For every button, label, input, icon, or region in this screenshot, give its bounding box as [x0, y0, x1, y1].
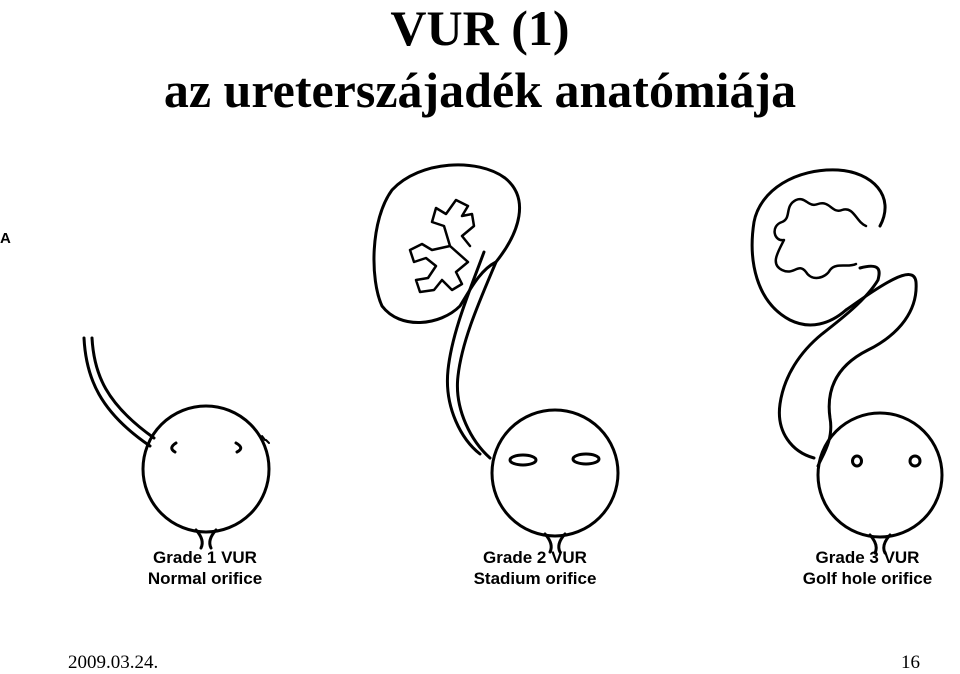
slide-title: VUR (1) [390, 0, 570, 56]
grade-1-caption: Grade 1 VUR Normal orifice [100, 547, 310, 589]
grade-1-drawing [82, 336, 271, 550]
grade-2-label: Grade 2 VUR [483, 548, 587, 567]
grade-2-drawing [372, 163, 620, 554]
panel-letter: A [0, 230, 11, 247]
grade-2-kidney [372, 163, 521, 324]
grade-3-drawing [750, 168, 944, 555]
grade-3-urethra [868, 533, 892, 555]
grade-2-calyces [408, 198, 476, 294]
grade-1-ureter-inner [90, 336, 156, 440]
grade-3-left-orifice [851, 454, 863, 468]
grade-3-bladder [816, 411, 944, 539]
grade-2-caption: Grade 2 VUR Stadium orifice [430, 547, 640, 589]
grade-1-ureter-tick [261, 435, 270, 444]
grade-2-left-orifice [508, 453, 538, 467]
grade-2-bladder [490, 408, 620, 538]
grade-3-orifice-label: Golf hole orifice [802, 569, 933, 588]
grade-2-orifice-label: Stadium orifice [473, 569, 597, 588]
grade-2-ureter-inner [445, 250, 486, 456]
grade-1-bladder [141, 404, 271, 534]
grade-3-ureter-inner [777, 264, 881, 460]
grade-3-kidney [750, 168, 887, 327]
grade-1-label: Grade 1 VUR [153, 548, 257, 567]
page-number: 16 [901, 652, 920, 673]
footer-date: 2009.03.24. [68, 652, 159, 673]
grade-1-ureter-outer [82, 336, 152, 448]
grade-3-right-orifice [908, 454, 922, 468]
grade-3-caption: Grade 3 VUR Golf hole orifice [760, 547, 960, 589]
grade-2-urethra [543, 532, 567, 554]
grade-1-left-orifice [170, 441, 178, 454]
grade-1-right-orifice [234, 441, 243, 454]
grade-3-ureter-outer [816, 273, 918, 468]
grade-1-orifice-label: Normal orifice [147, 569, 263, 588]
grade-2-right-orifice [571, 452, 601, 466]
grade-2-ureter-outer [455, 260, 498, 460]
grade-3-label: Grade 3 VUR [815, 548, 920, 567]
grade-1-urethra [194, 528, 218, 550]
slide-subtitle: az ureterszájadék anatómiája [163, 62, 797, 118]
grade-3-calyces [773, 197, 868, 280]
